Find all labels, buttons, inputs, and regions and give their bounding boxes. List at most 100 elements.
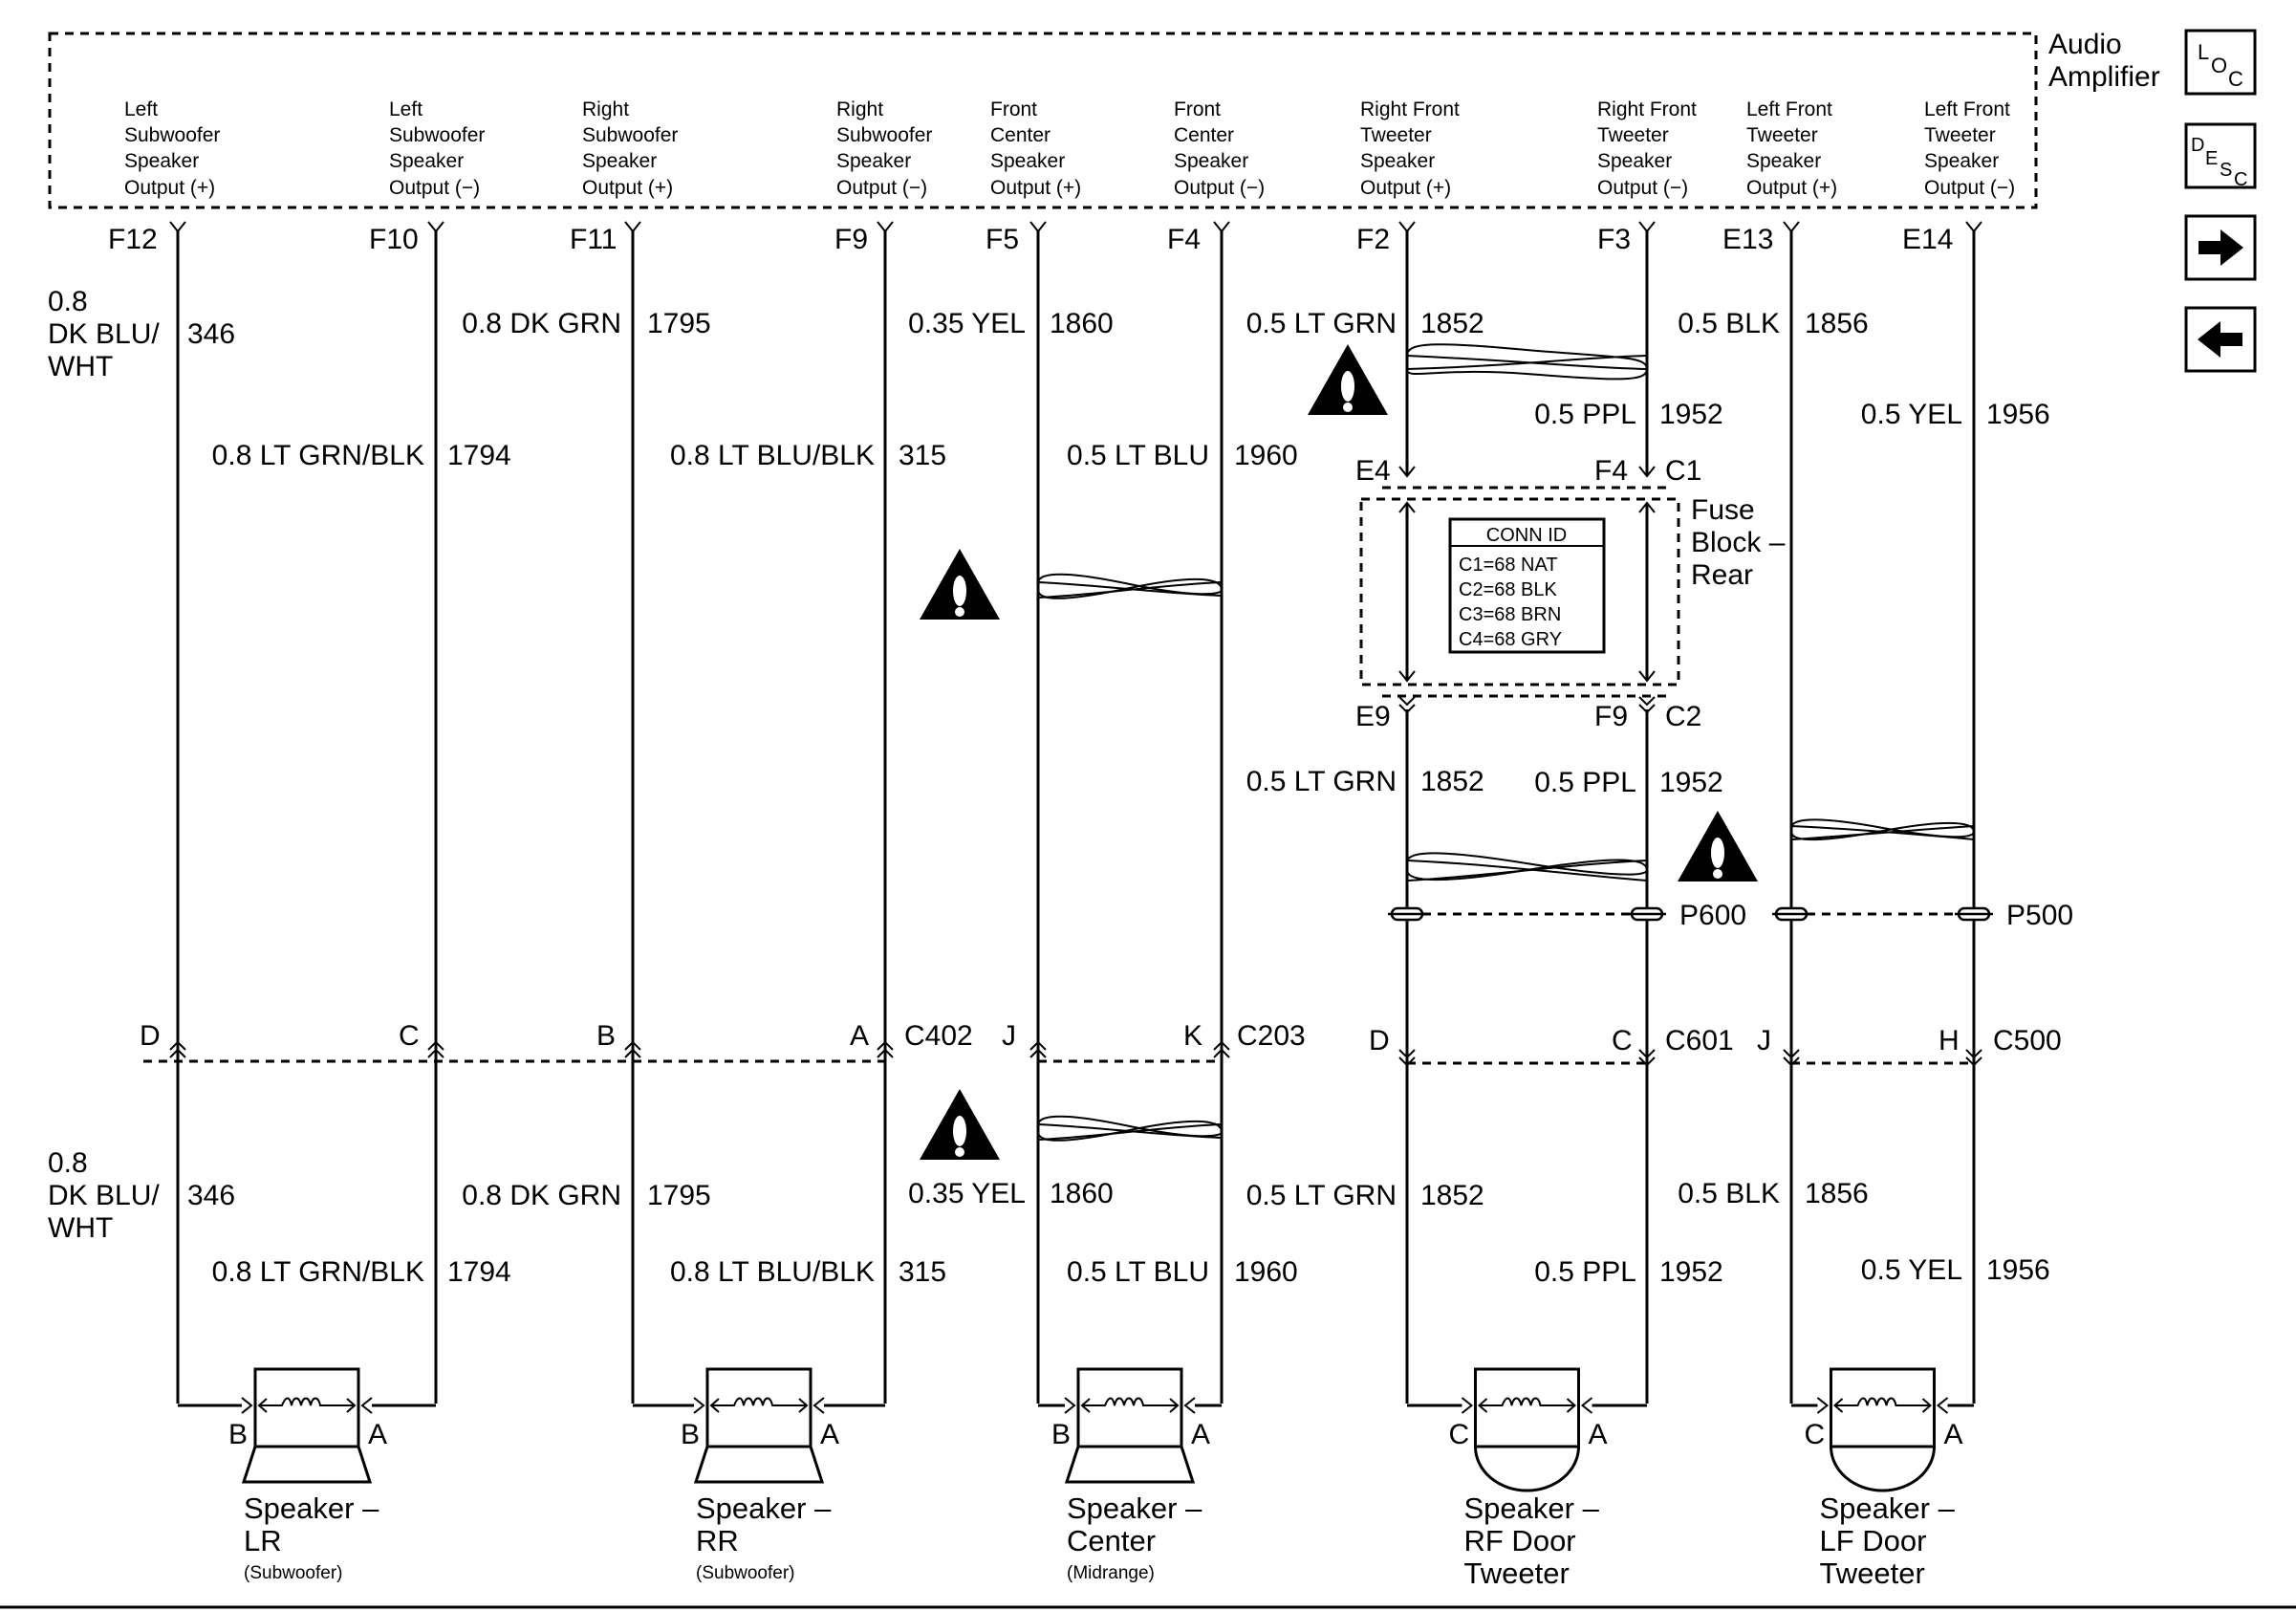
lower-wire-labels: 0.8 DK BLU/ WHT 346 0.8 LT GRN/BLK 1794 … — [48, 1147, 2050, 1288]
svg-text:Output (−): Output (−) — [1597, 177, 1688, 199]
speaker-type: (Subwoofer) — [696, 1563, 795, 1583]
svg-text:Speaker: Speaker — [1924, 150, 1999, 172]
svg-text:Subwoofer: Subwoofer — [836, 124, 932, 146]
svg-text:0.5 LT GRN: 0.5 LT GRN — [1246, 308, 1397, 339]
svg-text:1856: 1856 — [1805, 308, 1869, 339]
svg-text:Right: Right — [836, 98, 883, 120]
desc-icon[interactable]: D E S C — [2184, 122, 2257, 190]
speaker-pin-label: C — [1805, 1419, 1826, 1450]
svg-text:1794: 1794 — [447, 1256, 511, 1288]
svg-text:1960: 1960 — [1234, 440, 1298, 471]
svg-text:1795: 1795 — [647, 1180, 711, 1211]
svg-text:J: J — [1002, 1020, 1016, 1052]
svg-text:1956: 1956 — [1986, 1254, 2050, 1286]
svg-text:C2: C2 — [1665, 701, 1701, 732]
svg-text:WHT: WHT — [48, 351, 113, 382]
svg-text:0.35 YEL: 0.35 YEL — [908, 1178, 1026, 1209]
svg-text:E: E — [2205, 148, 2218, 169]
speaker-pin-label: A — [1944, 1419, 1963, 1450]
svg-text:Front: Front — [990, 98, 1037, 120]
speaker-name: Speaker – — [1067, 1491, 1202, 1525]
speaker-pin-label: A — [1589, 1419, 1608, 1450]
pin-label: F11 — [570, 224, 617, 255]
arrow-right-icon[interactable] — [2184, 214, 2257, 281]
speaker-pin-label: B — [228, 1419, 248, 1450]
svg-text:346: 346 — [187, 318, 235, 350]
svg-text:0.8 LT GRN/BLK: 0.8 LT GRN/BLK — [212, 1256, 424, 1288]
svg-text:0.5 YEL: 0.5 YEL — [1861, 399, 1962, 430]
speaker-location: RF Door — [1464, 1524, 1576, 1557]
svg-text:Right Front: Right Front — [1597, 98, 1697, 120]
fuse-block-rear: E4 F4 C1 CONN ID C1=68 NAT C2=68 BLK C3=… — [1355, 455, 1786, 732]
svg-text:D: D — [2191, 135, 2204, 156]
svg-text:S: S — [2220, 160, 2232, 181]
twisted-pair-symbols — [1037, 343, 1976, 1142]
svg-text:0.5 LT GRN: 0.5 LT GRN — [1246, 766, 1397, 797]
svg-text:0.8 DK GRN: 0.8 DK GRN — [462, 308, 621, 339]
warning-icon — [1308, 344, 1388, 415]
svg-text:0.8 LT BLU/BLK: 0.8 LT BLU/BLK — [670, 1256, 875, 1288]
svg-text:1795: 1795 — [647, 308, 711, 339]
svg-text:O: O — [2211, 54, 2227, 77]
svg-text:1960: 1960 — [1234, 1256, 1298, 1288]
svg-text:Speaker: Speaker — [124, 150, 199, 172]
svg-text:0.5 LT BLU: 0.5 LT BLU — [1067, 1256, 1209, 1288]
warning-icon — [920, 1089, 1000, 1160]
connector-c203: J K C203 — [1002, 1020, 1306, 1063]
connector-c500: J H C500 — [1757, 1025, 2062, 1066]
svg-text:Speaker: Speaker — [1360, 150, 1435, 172]
amplifier-title-line2: Amplifier — [2048, 61, 2160, 93]
svg-text:Output (−): Output (−) — [1174, 177, 1265, 199]
loc-icon[interactable]: L O C — [2184, 29, 2257, 96]
svg-text:0.5 PPL: 0.5 PPL — [1534, 767, 1636, 798]
svg-text:Output (+): Output (+) — [582, 177, 673, 199]
mid-wire-labels: 0.5 LT GRN 1852 0.5 PPL 1952 — [1246, 766, 1723, 798]
conn-id: C4=68 GRY — [1459, 629, 1562, 650]
svg-text:DK BLU/: DK BLU/ — [48, 1180, 160, 1211]
svg-text:E9: E9 — [1355, 701, 1391, 732]
svg-text:1956: 1956 — [1986, 399, 2050, 430]
svg-text:Speaker: Speaker — [1746, 150, 1821, 172]
svg-text:346: 346 — [187, 1180, 235, 1211]
pin-label: E14 — [1902, 224, 1953, 255]
svg-text:C: C — [399, 1020, 420, 1052]
svg-text:Block –: Block – — [1691, 527, 1786, 558]
splice-p500: P500 — [1770, 900, 2073, 931]
svg-text:1852: 1852 — [1420, 308, 1484, 339]
svg-text:Right: Right — [582, 98, 629, 120]
speaker-name: Speaker – — [1820, 1491, 1956, 1525]
arrow-left-icon[interactable] — [2184, 306, 2257, 373]
speaker-type: (Subwoofer) — [244, 1563, 343, 1583]
svg-text:WHT: WHT — [48, 1212, 113, 1244]
amplifier-pins: F12 F10 F11 F9 F5 F4 F2 F3 E13 E14 — [108, 224, 1953, 255]
svg-text:Speaker: Speaker — [836, 150, 911, 172]
svg-text:1794: 1794 — [447, 440, 511, 471]
splice-p600: P600 — [1386, 900, 1746, 931]
svg-text:0.5 LT GRN: 0.5 LT GRN — [1246, 1180, 1397, 1211]
speaker-location: Center — [1067, 1524, 1156, 1557]
svg-text:P600: P600 — [1679, 900, 1746, 931]
svg-text:Tweeter: Tweeter — [1746, 124, 1818, 146]
svg-text:0.5 BLK: 0.5 BLK — [1678, 1178, 1780, 1209]
speaker-pin-label: A — [368, 1419, 387, 1450]
svg-text:Speaker: Speaker — [389, 150, 464, 172]
svg-text:E4: E4 — [1355, 455, 1391, 487]
svg-text:Left Front: Left Front — [1746, 98, 1832, 120]
svg-text:DK BLU/: DK BLU/ — [48, 318, 160, 350]
fuse-block-name: Fuse — [1691, 494, 1755, 526]
svg-text:P500: P500 — [2006, 900, 2073, 931]
pin-label: F2 — [1356, 224, 1390, 255]
svg-text:Speaker: Speaker — [1597, 150, 1672, 172]
svg-text:0.5 PPL: 0.5 PPL — [1534, 399, 1636, 430]
